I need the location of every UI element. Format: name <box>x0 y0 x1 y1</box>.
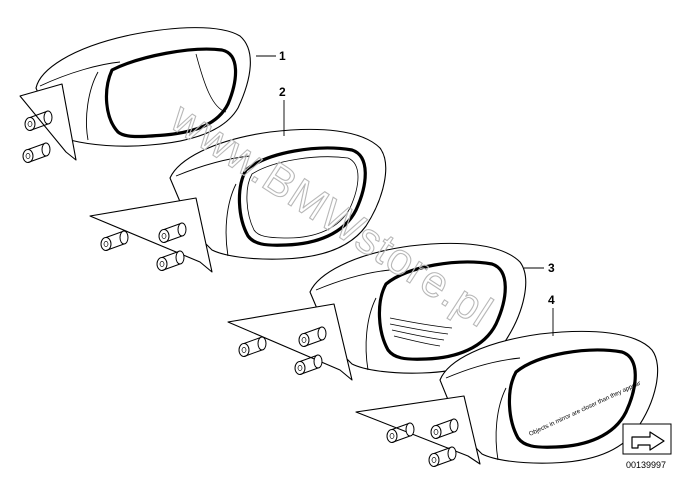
mirror-3-stud-1 <box>238 336 267 357</box>
reference-box: 00139997 <box>622 423 672 470</box>
mirror-2-stud-1 <box>100 230 129 251</box>
mirror-assembly-1 <box>19 27 251 163</box>
callout-3: 3 <box>548 261 555 275</box>
reference-number: 00139997 <box>626 460 666 470</box>
mirror-4-glass <box>507 348 637 449</box>
callout-4: 4 <box>548 293 555 307</box>
mirror-4-stud-3 <box>428 446 457 467</box>
callouts: 1 2 3 4 <box>256 49 555 336</box>
mirror-1-stud-lower <box>22 142 51 163</box>
callout-1: 1 <box>279 49 286 63</box>
mirror-1-glass <box>104 47 238 139</box>
mirror-assembly-4: Objects in mirror are closer than they a… <box>355 330 659 467</box>
mirror-3-glass <box>377 260 507 361</box>
callout-2: 2 <box>279 85 286 99</box>
mirror-3-heating-lines <box>389 317 453 347</box>
mirror-2-stud-3 <box>156 250 185 271</box>
arrow-icon <box>631 431 665 451</box>
mirror-2-glass <box>237 146 367 247</box>
mirror-4-bracket <box>355 395 481 465</box>
mirror-assembly-3 <box>227 242 527 381</box>
mirror-3-stud-3 <box>294 354 323 375</box>
mirror-3-bracket <box>227 303 353 381</box>
mirror-2-bracket <box>89 197 213 273</box>
mirror-assembly-2 <box>89 128 387 273</box>
